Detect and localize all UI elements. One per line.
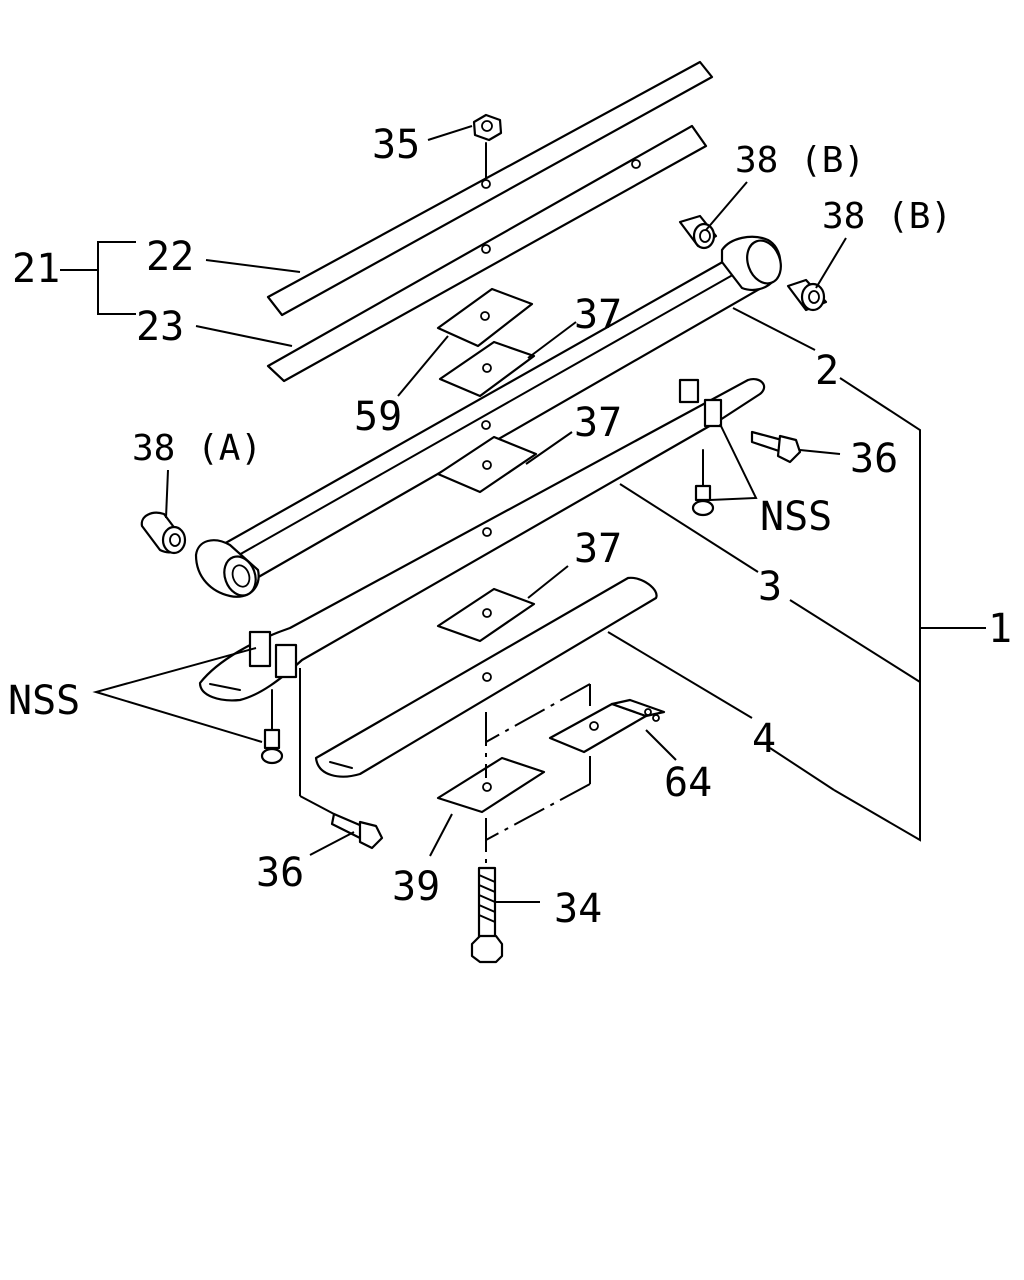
label-34: 34 xyxy=(554,886,602,932)
label-2: 2 xyxy=(815,348,839,394)
label-38b-right: 38 (B) xyxy=(822,196,952,237)
label-37-top: 37 xyxy=(574,292,622,338)
leader-lines xyxy=(60,125,986,903)
pad-37-top xyxy=(438,340,536,398)
label-36-left: 36 xyxy=(256,850,304,896)
label-nss-left: NSS xyxy=(8,678,80,724)
part-22-plate xyxy=(266,60,714,317)
pad-37-middle xyxy=(436,435,538,494)
bushing-38b-top xyxy=(678,214,718,250)
pad-59 xyxy=(436,287,534,348)
label-23: 23 xyxy=(136,304,184,350)
label-1: 1 xyxy=(988,606,1012,652)
part-3-second-leaf xyxy=(198,378,766,702)
alignment-lines xyxy=(299,668,591,868)
label-38b-top: 38 (B) xyxy=(735,140,865,181)
label-3: 3 xyxy=(758,564,782,610)
label-39: 39 xyxy=(392,864,440,910)
label-36-right: 36 xyxy=(850,436,898,482)
rivet-nss-left xyxy=(260,689,284,765)
bracket-64 xyxy=(548,698,666,754)
label-nss-right: NSS xyxy=(760,494,832,540)
label-22: 22 xyxy=(146,234,194,280)
pad-37-lower xyxy=(436,587,536,643)
label-38a: 38 (A) xyxy=(132,428,262,469)
label-64: 64 xyxy=(664,760,712,806)
label-4: 4 xyxy=(752,716,776,762)
part-2-main-leaf xyxy=(194,235,782,598)
label-37-lower: 37 xyxy=(574,526,622,572)
bolt-36-right xyxy=(750,430,802,464)
nut-35 xyxy=(472,113,503,179)
rivet-nss-right xyxy=(691,449,715,517)
bolt-36-left xyxy=(330,812,384,850)
center-bolt-34 xyxy=(470,866,504,964)
part-4-third-leaf xyxy=(314,576,658,778)
pad-39 xyxy=(436,756,546,814)
label-59: 59 xyxy=(354,394,402,440)
label-21: 21 xyxy=(12,246,60,292)
label-37-middle: 37 xyxy=(574,400,622,446)
bushing-38a xyxy=(140,511,187,555)
label-35: 35 xyxy=(372,122,420,168)
part-23-plate xyxy=(266,124,708,383)
bushing-38b-right xyxy=(786,278,828,312)
